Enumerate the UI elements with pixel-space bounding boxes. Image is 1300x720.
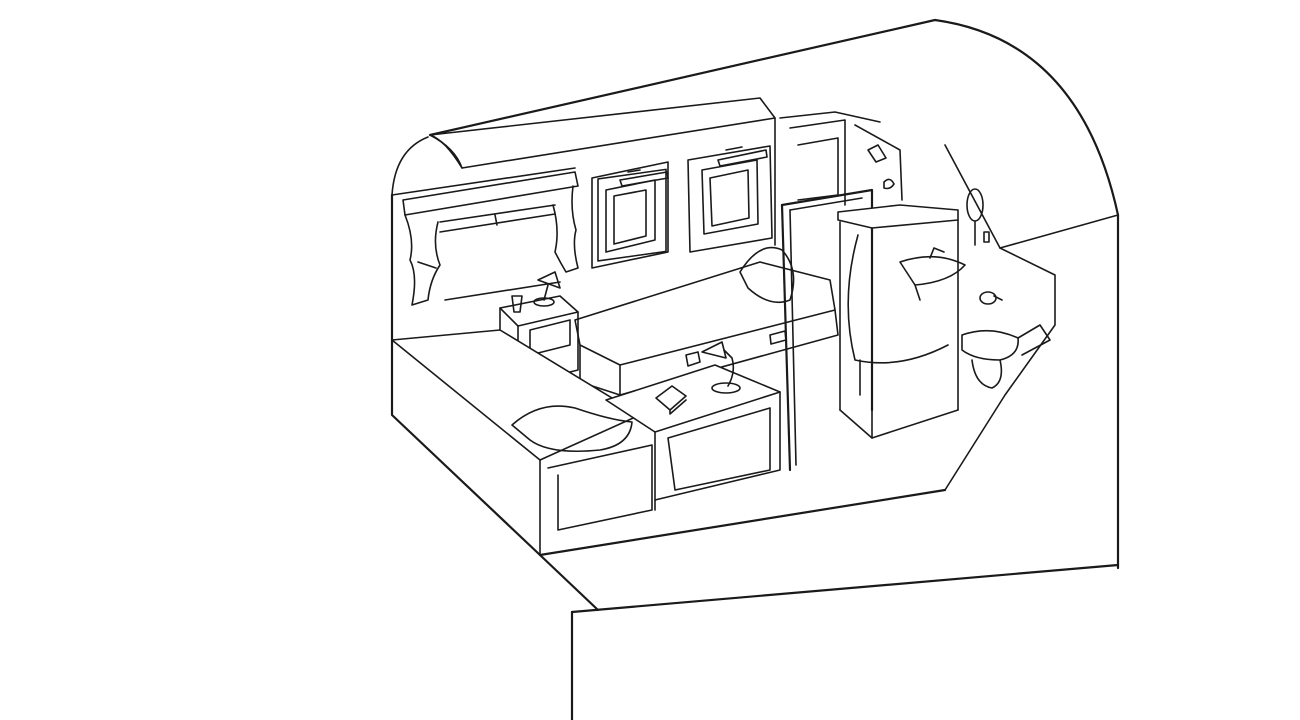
- curtain-left: [404, 214, 441, 306]
- toilet-roll: [979, 291, 1003, 305]
- pillow-lower: [511, 405, 633, 453]
- reading-lamp-left: [533, 271, 561, 307]
- wall-switch: [983, 231, 990, 243]
- doorway: [780, 188, 874, 472]
- carriage-shell: [390, 18, 1120, 720]
- mirror: [966, 188, 984, 246]
- toilet: [961, 324, 1051, 389]
- light-fixture: [867, 144, 895, 190]
- window: [402, 171, 579, 301]
- bathroom-wall: [789, 119, 903, 206]
- shower: [837, 204, 959, 439]
- framed-picture-right: [687, 145, 773, 253]
- lower-bunk: [391, 329, 653, 556]
- washbasin: [899, 247, 966, 301]
- ceiling-luggage-rack: [391, 97, 881, 246]
- glass: [511, 295, 523, 313]
- framed-picture-left: [591, 161, 669, 269]
- curtain-right: [552, 185, 579, 273]
- table: [605, 364, 781, 511]
- reading-lamp-table: [701, 341, 741, 394]
- book: [655, 385, 687, 415]
- pillow-rear: [739, 246, 795, 304]
